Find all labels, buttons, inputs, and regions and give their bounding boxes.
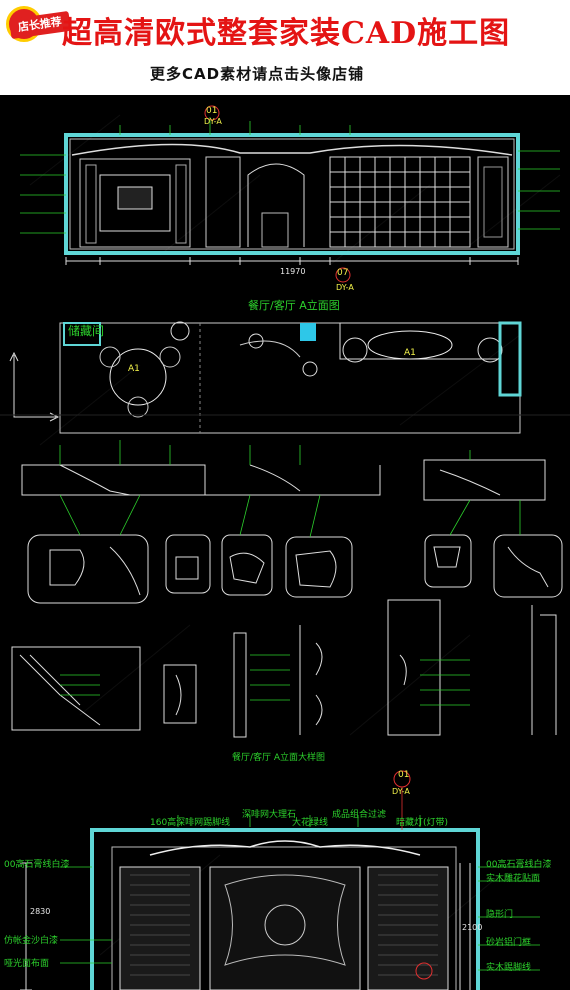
label-top-5: 暗藏灯(灯带) <box>396 818 449 828</box>
dim-right: 2100 <box>462 923 483 932</box>
label-left-1: 00高石膏线白漆 <box>4 860 70 870</box>
label-right-1: 00高石膏线白漆 <box>486 860 552 870</box>
label-top-4: 成品组合过滤 <box>332 810 387 820</box>
elevation-title: 餐厅/客厅 A立面图 <box>248 299 340 312</box>
label-right-3: 隐形门 <box>486 910 514 920</box>
shop-recommend-badge[interactable]: 店长推荐 <box>6 6 72 42</box>
label-top-1: 160高深啡网踢脚线 <box>150 818 231 828</box>
label-top-2: 深啡网大理石 <box>242 810 297 820</box>
marker-top-ref: DY-A <box>204 117 222 126</box>
bottom-elevation <box>20 770 540 990</box>
page-title: 超高清欧式整套家装CAD施工图 <box>62 16 511 51</box>
label-right-5: 实木踢脚线 <box>486 963 532 973</box>
dim-left: 2830 <box>30 907 51 916</box>
marker-top-number: 01 <box>206 106 218 116</box>
moulding-profiles <box>27 494 563 604</box>
section-strip <box>21 440 546 501</box>
detail-sections <box>11 599 557 738</box>
watermark-pattern <box>29 114 561 976</box>
plan-tag-a1-right: A1 <box>404 348 416 358</box>
detail-title: 餐厅/客厅 A立面大样图 <box>232 753 326 763</box>
marker-bottom-ref: DY-A <box>336 283 354 292</box>
plan-view <box>9 321 522 434</box>
plan-tag-a1-left: A1 <box>128 364 140 374</box>
label-top-3: 大花绿线 <box>292 818 329 828</box>
header-banner: 店长推荐 超高清欧式整套家装CAD施工图 更多CAD素材请点击头像店铺 <box>0 0 570 95</box>
label-left-3: 哑光面布面 <box>4 959 50 969</box>
page-subtitle[interactable]: 更多CAD素材请点击头像店铺 <box>150 65 365 83</box>
room-label-storage: 储藏间 <box>68 324 105 338</box>
marker-bottom-number: 07 <box>337 268 349 278</box>
bottom-marker-ref: DY-A <box>392 787 410 796</box>
label-left-2: 仿帐金沙白漆 <box>4 936 59 946</box>
bottom-marker-number: 01 <box>398 770 410 780</box>
label-right-2: 实木雕花贴面 <box>486 874 541 884</box>
elevation-total-dimension: 11970 <box>280 267 306 276</box>
cad-linework <box>0 105 570 990</box>
label-right-4: 砂岩铝门框 <box>486 938 532 948</box>
elevation-a <box>20 105 560 283</box>
cad-drawing: 01 DY-A 11970 07 DY-A 餐厅/客厅 A立面图 储藏间 A1 … <box>0 95 570 990</box>
